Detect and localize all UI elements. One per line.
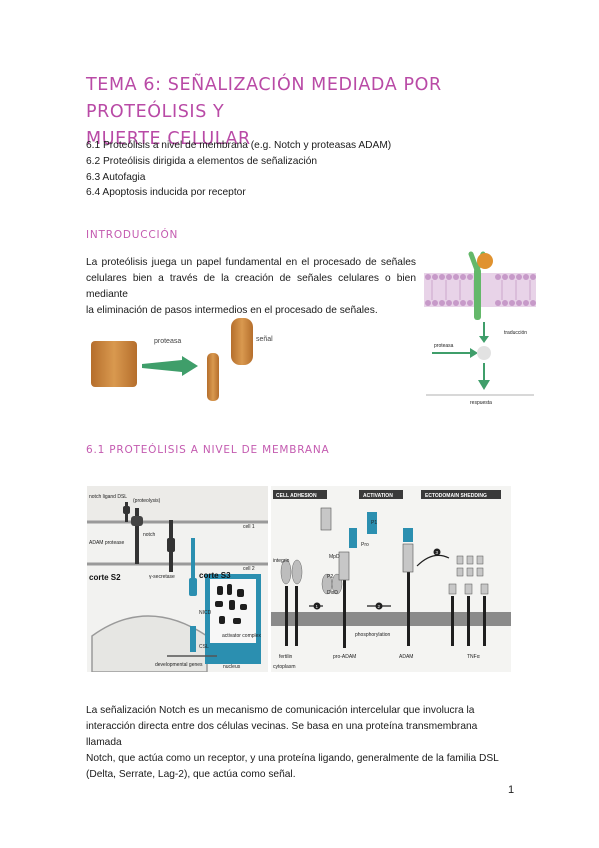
toc-item: 6.2 Proteólisis dirigida a elementos de …	[86, 155, 318, 167]
fertilin-label: fertilin	[279, 654, 293, 660]
intro-paragraph: La proteólisis juega un papel fundamenta…	[86, 255, 416, 319]
activated-adam-icon	[402, 528, 414, 573]
notch-label: notch	[143, 532, 155, 538]
fragment-block	[207, 353, 219, 401]
signal-block	[231, 318, 253, 365]
section-header-activation: ACTIVATION	[359, 490, 403, 499]
corte-s3-label: corte S3	[199, 571, 231, 580]
protease-label: proteasa	[434, 343, 454, 349]
adam-label: ADAM	[399, 654, 413, 660]
cleaved-notch-icon	[189, 538, 197, 652]
activator-label: activator complex	[222, 633, 261, 639]
cleaved-intermediate	[477, 346, 491, 360]
notch-signaling-figure: activator complex notch ligand DSL (prot…	[87, 486, 268, 672]
intro-line: la eliminación de pasos intermedios en e…	[86, 305, 378, 316]
response-label: respuesta	[470, 400, 492, 406]
plasma-membrane	[271, 612, 511, 626]
svg-text:ACTIVATION: ACTIVATION	[363, 493, 393, 499]
disd-label: DisD	[327, 590, 338, 596]
pro-label: Pro	[361, 542, 369, 548]
membrane-proteolysis-heading: 6.1 PROTEÓLISIS A NIVEL DE MEMBRANA	[86, 444, 330, 456]
transmembrane-proteins	[285, 570, 486, 648]
svg-text:ECTODOMAIN SHEDDING: ECTODOMAIN SHEDDING	[425, 493, 487, 499]
integrin-label: integrin	[273, 558, 290, 564]
figure-background	[271, 486, 511, 672]
notch-line: (Delta, Serrate, Lag-2), que actúa como …	[86, 769, 296, 780]
table-of-contents: 6.1 Proteólisis a nivel de membrana (e.g…	[86, 138, 391, 201]
tnf-ectodomain-icon	[448, 555, 489, 595]
signal-label: señal	[256, 336, 273, 343]
protease-label: proteasa	[154, 338, 181, 345]
cytoplasm-label: cytoplasm	[273, 664, 296, 670]
intro-line: celulares bien a través de la creación d…	[86, 273, 416, 300]
svg-text:1: 1	[316, 604, 319, 609]
cell-1-label: cell 1	[243, 524, 255, 530]
released-prodomain-icon	[320, 507, 377, 534]
section-header-ectodomain-shedding: ECTODOMAIN SHEDDING	[421, 490, 501, 499]
intro-heading: INTRODUCCIÓN	[86, 229, 179, 241]
p1-label: P1	[371, 520, 377, 526]
title-line-2: MUERTE CELULAR	[86, 129, 251, 149]
notch-line: interacción directa entre dos células ve…	[86, 721, 478, 748]
chromatin-icon	[215, 584, 247, 624]
svg-text:3: 3	[436, 550, 439, 555]
arrow-head	[479, 336, 489, 343]
step-markers: 1 2 3	[313, 548, 441, 610]
ligand-icon	[123, 502, 130, 522]
p2-label: P2	[327, 574, 333, 580]
svg-text:CELL ADHESION: CELL ADHESION	[276, 493, 317, 499]
arrow-head	[478, 380, 490, 390]
ligand-icon	[477, 253, 493, 269]
pro-adam-icon	[338, 528, 357, 581]
toc-item: 6.1 Proteólisis a nivel de membrana (e.g…	[86, 140, 392, 151]
adam-protease-label: ADAM protease	[89, 540, 125, 546]
csl-label: CSL	[199, 644, 209, 650]
phosphorylation-label: phosphorylation	[355, 632, 391, 638]
notch-line: La señalización Notch es un mecanismo de…	[86, 705, 475, 716]
toc-item: 6.4 Apoptosis inducida por receptor	[86, 187, 246, 199]
toc-item: 6.3 Autofagia	[86, 171, 146, 183]
pro-adam-label: pro-ADAM	[333, 654, 356, 660]
arrow-head	[470, 348, 478, 358]
page-number: 1	[508, 784, 515, 796]
corte-s2-label: corte S2	[89, 573, 121, 582]
adam-protease-figure: CELL ADHESION ACTIVATION ECTODOMAIN SHED…	[271, 486, 511, 672]
gamma-secretase-label: γ-secretase	[149, 574, 175, 580]
tnfa-label: TNFα	[467, 654, 480, 660]
notch-paragraph: La señalización Notch es un mecanismo de…	[86, 703, 506, 783]
nicd-label: NICD	[199, 610, 212, 616]
receptor-signaling-figure: traducción proteasa respuesta	[424, 251, 536, 406]
mpd-label: MpD	[329, 554, 340, 560]
svg-text:2: 2	[378, 604, 381, 609]
title-line-1: TEMA 6: SEÑALIZACIÓN MEDIADA POR PROTEÓL…	[86, 75, 442, 122]
intro-line: La proteólisis juega un papel fundamenta…	[86, 257, 416, 268]
cell-2-label: cell 2	[243, 566, 255, 572]
page-title: TEMA 6: SEÑALIZACIÓN MEDIADA POR PROTEÓL…	[86, 72, 516, 153]
transduction-label: traducción	[504, 330, 527, 336]
notch-receptor-icon	[131, 508, 175, 572]
protease-cleavage-figure: proteasa señal	[91, 318, 273, 401]
ligand-label: notch ligand DSL	[89, 494, 127, 500]
developmental-genes-label: developmental genes	[155, 662, 203, 668]
nucleus-label: nucleus	[223, 664, 241, 670]
section-header-cell-adhesion: CELL ADHESION	[273, 490, 327, 499]
notch-line: Notch, que actúa como un receptor, y una…	[86, 753, 499, 764]
cleavage-arrow	[142, 356, 198, 376]
integrin-icon	[280, 559, 303, 585]
proteolysis-label: (proteolysis)	[133, 498, 161, 504]
substrate-block	[91, 341, 137, 387]
